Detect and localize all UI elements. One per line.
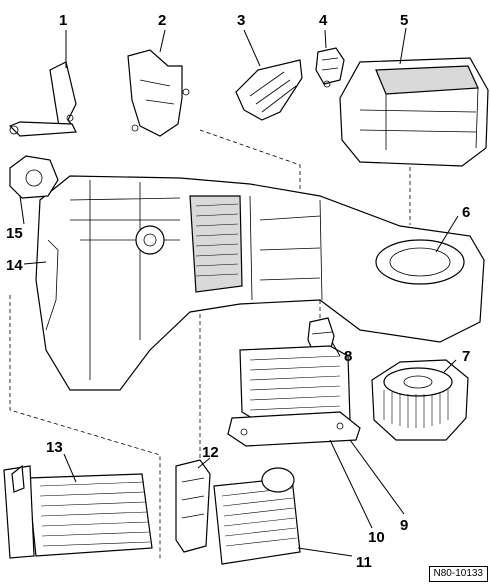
grille-pattern <box>195 203 239 277</box>
part-9-pollen-filter <box>239 345 351 425</box>
part-10-filter-frame <box>227 411 361 447</box>
leader-lines <box>19 27 459 557</box>
part-15-motor <box>9 155 59 199</box>
part-13-heater-core <box>3 464 153 559</box>
callout-labels: 1 2 3 4 5 6 7 8 9 10 11 12 13 14 15 <box>6 12 470 571</box>
main-housing <box>35 175 485 391</box>
callout-9: 9 <box>400 517 408 534</box>
assembly-guide-lines <box>9 129 411 560</box>
callout-13: 13 <box>46 439 63 456</box>
callout-5: 5 <box>400 12 408 29</box>
part-12-flap <box>175 459 211 553</box>
reference-number: N80-10133 <box>428 566 488 582</box>
part-2-bracket <box>127 49 190 137</box>
part-14-arm <box>45 239 59 331</box>
part-4-sensor <box>315 47 345 88</box>
callout-15: 15 <box>6 225 23 242</box>
part-5-upper-housing <box>339 57 489 167</box>
callout-2: 2 <box>158 12 166 29</box>
callout-11: 11 <box>356 554 372 571</box>
callout-7: 7 <box>462 348 470 365</box>
callout-6: 6 <box>462 204 470 221</box>
callout-3: 3 <box>237 12 245 29</box>
part-3-actuator <box>235 59 303 121</box>
callout-8: 8 <box>344 348 352 365</box>
callout-12: 12 <box>202 444 219 461</box>
part-1-linkage <box>8 61 77 137</box>
part-11-evaporator <box>213 467 301 565</box>
part-7-blower-fan <box>371 359 469 441</box>
callout-14: 14 <box>6 257 23 274</box>
callout-10: 10 <box>368 529 385 546</box>
callout-1: 1 <box>59 12 67 29</box>
callout-4: 4 <box>319 12 328 29</box>
